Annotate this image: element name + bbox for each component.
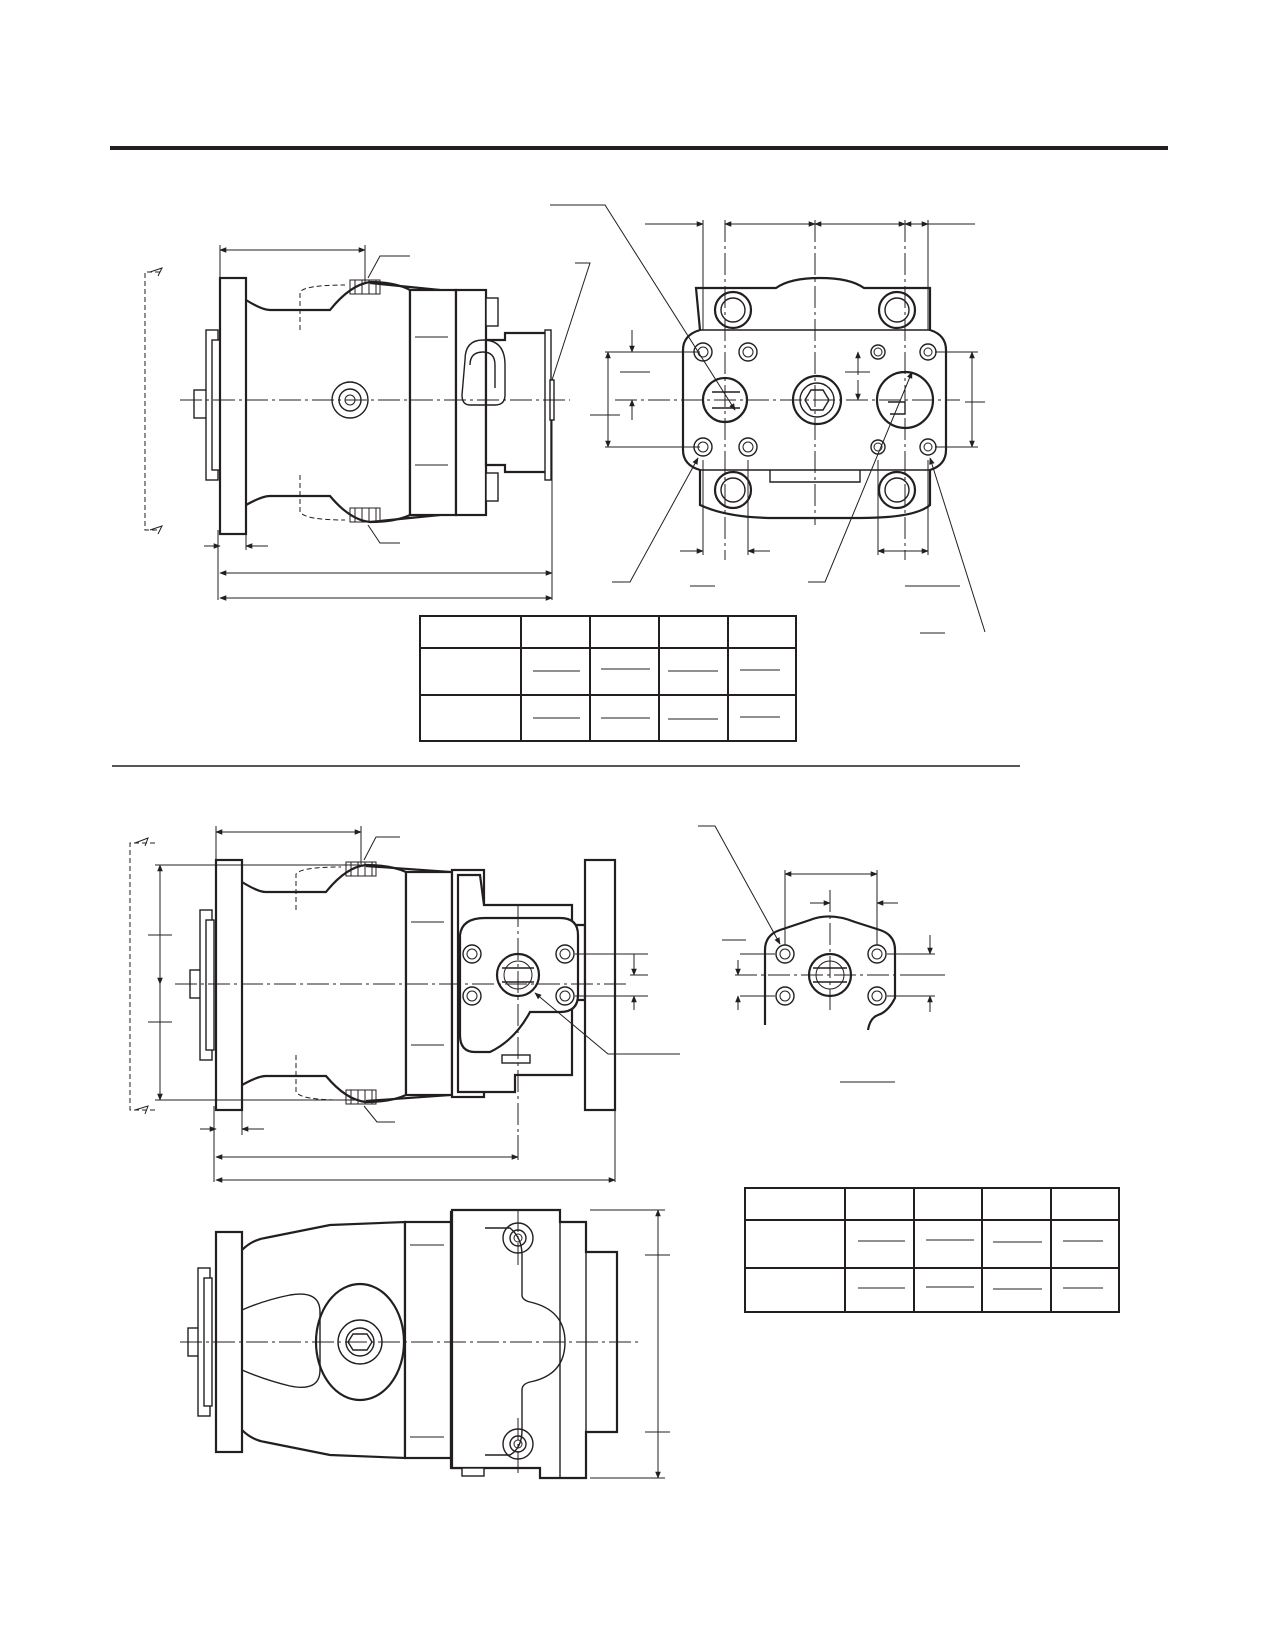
upper-table: [419, 615, 797, 742]
lower-top-view: [180, 1208, 670, 1480]
lower-table: [744, 1187, 1120, 1313]
lower-port-detail: [698, 825, 945, 1083]
lower-side-view: [129, 826, 680, 1183]
upper-side-view: [144, 245, 591, 601]
upper-end-view: [550, 204, 986, 634]
